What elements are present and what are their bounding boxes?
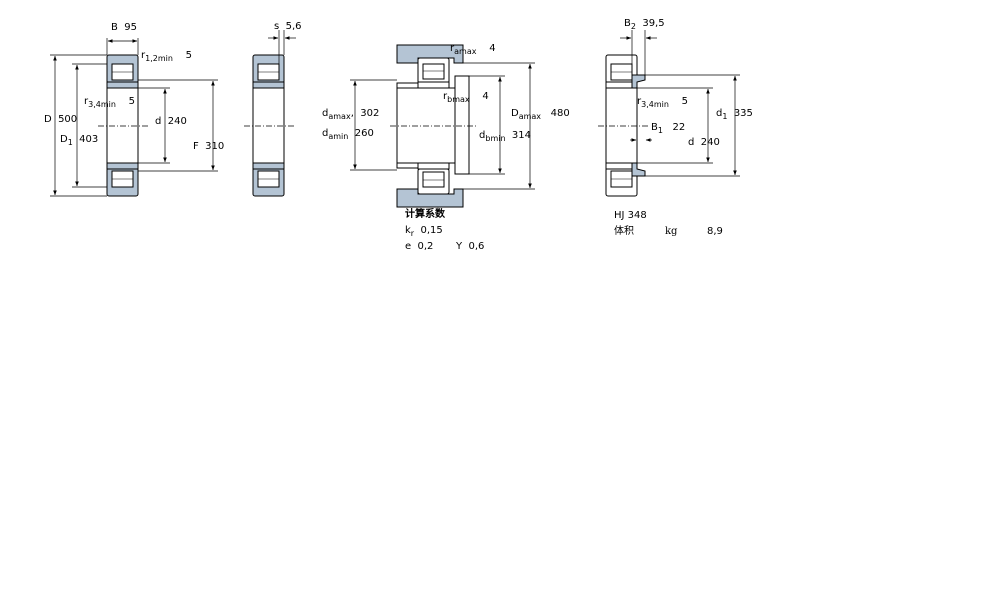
dim-d-hj: d 240 [688,137,720,148]
calc-Y: Y 0,6 [456,241,485,252]
dimension-lines-mount [350,62,535,190]
dim-D1: D1 403 [60,134,99,147]
dim-ramax: ramax 4 [450,43,496,56]
dim-r34-hj: r3,4min 5 [637,96,689,109]
dim-d: d 240 [155,116,187,127]
mass-value: 8,9 [707,226,723,237]
dimension-lines-main [50,38,218,197]
dim-r12: r1,2min 5 [141,50,193,63]
angle-ring-designation: HJ 348 [614,210,647,221]
bearing-section-side [244,54,294,197]
dim-F: F 310 [193,141,225,152]
dim-damin: damin 260 [322,128,374,141]
dim-B2: B2 39,5 [624,18,665,31]
dim-rbmax: rbmax 4 [443,91,489,104]
dim-r34: r3,4min 5 [84,96,136,109]
dim-damax: damax, 302 [322,108,380,121]
calc-kr: kr 0,15 [405,225,443,238]
dim-B: B 95 [111,22,137,33]
bearing-section-main [98,54,148,197]
calc-e: e 0,2 [405,241,434,252]
dim-Damax: Damax 480 [511,108,570,121]
mass-label: 体积 [614,226,634,237]
dim-B1: B1 22 [651,122,686,135]
dimension-lines-hj [620,30,740,177]
dimension-lines-side [268,30,296,64]
dim-dbmin: dbmin 314 [479,130,531,143]
dim-d1: d1 335 [716,108,753,121]
bearing-section-hj [598,54,650,197]
calc-factors-title: 计算系数 [405,209,445,220]
housing-abutment [390,44,476,208]
dim-D: D 500 [44,114,78,125]
dim-s: s 5,6 [274,21,302,32]
mass-unit: kg [665,226,678,237]
